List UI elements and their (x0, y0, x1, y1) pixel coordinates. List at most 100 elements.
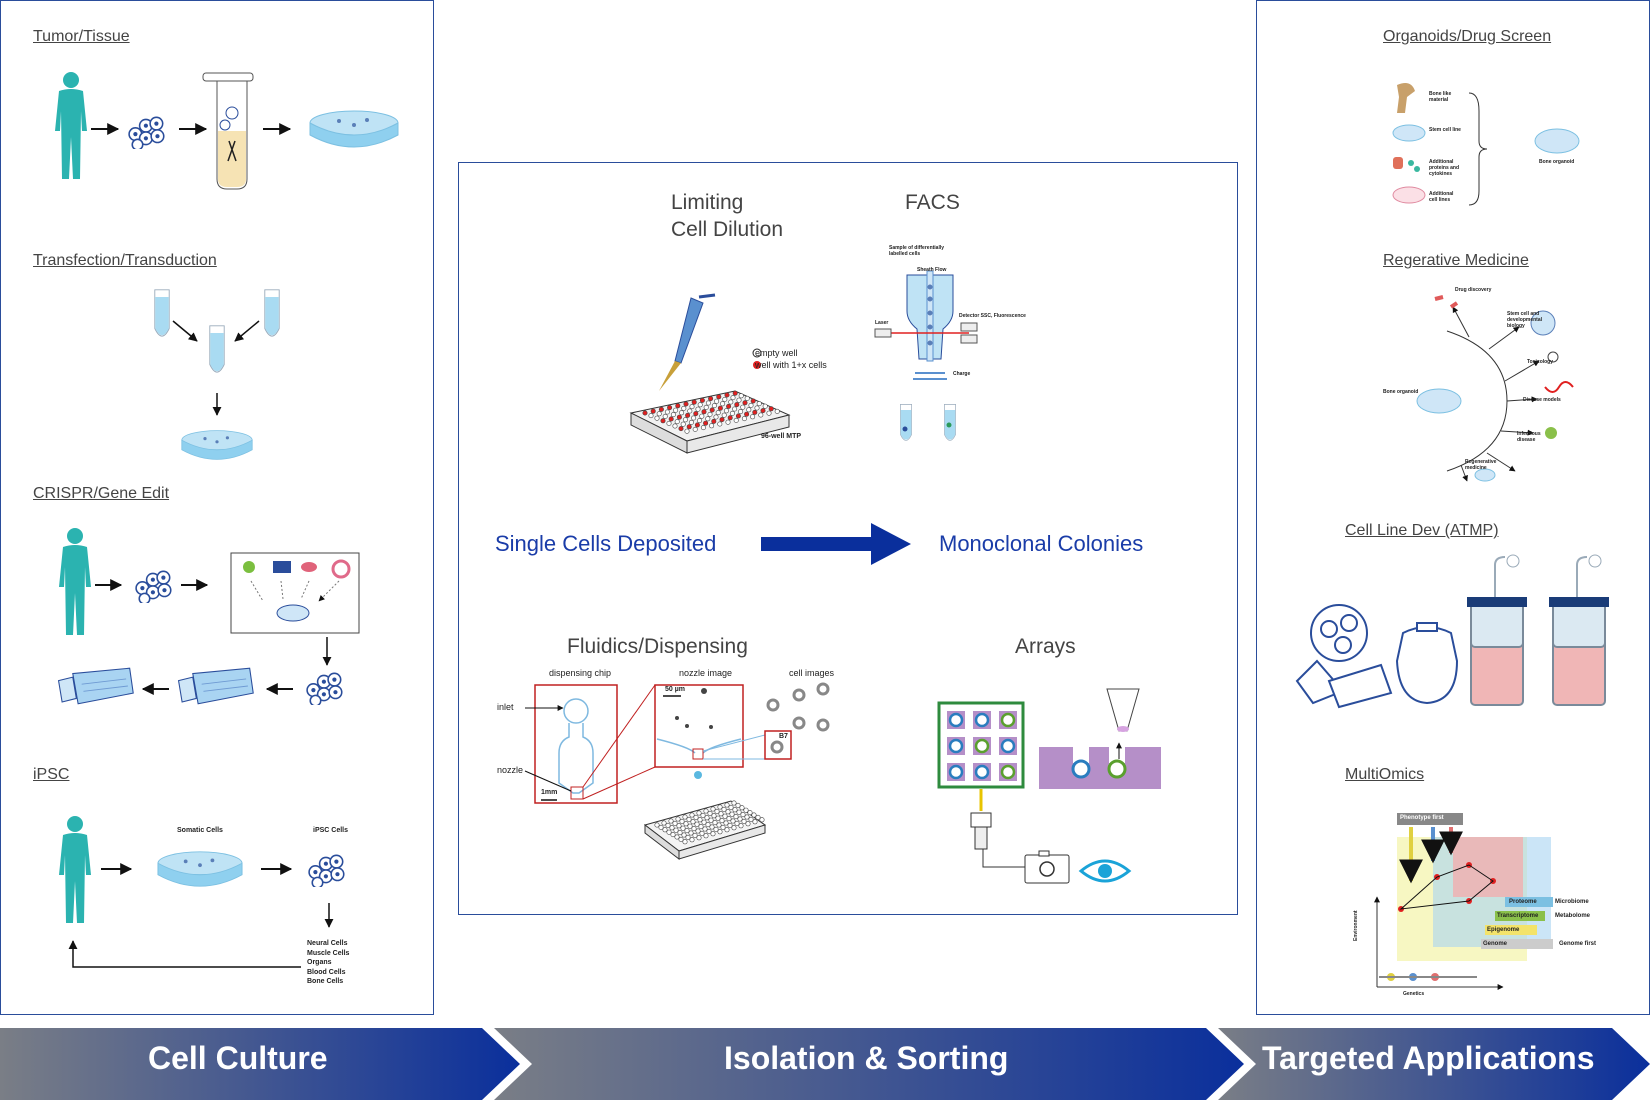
plate-well (724, 827, 730, 833)
plate-well (688, 419, 694, 425)
section-title-tumor: Tumor/Tissue (33, 28, 130, 45)
plate-well (717, 804, 723, 810)
96-well-plate-icon (629, 390, 791, 454)
tube-icon (154, 289, 170, 337)
plate-well (699, 397, 705, 403)
plate-well (683, 821, 689, 827)
stage-label-isolation: Isolation & Sorting (724, 1040, 1009, 1076)
plate-well (680, 421, 686, 427)
label-single-cells-deposited: Single Cells Deposited (495, 531, 717, 556)
plate-well (760, 408, 766, 414)
nozzle-image-icon (654, 684, 766, 779)
plate-well (714, 808, 720, 814)
cell-cluster-icon (135, 570, 172, 603)
plate-well (665, 822, 671, 828)
plate-well (734, 402, 740, 408)
dispensing-chip-icon (524, 684, 618, 804)
plate-well (707, 810, 713, 816)
plate-well (676, 414, 682, 420)
stage-chevron-applications (1218, 1028, 1650, 1100)
plate-well (756, 401, 762, 407)
plate-well (709, 824, 715, 830)
regen-label: Toxicology (1527, 359, 1554, 365)
cell-cluster-icon (128, 116, 165, 149)
plate-well (721, 806, 727, 812)
plate-well (669, 825, 675, 831)
title-fluidics: Fluidics/Dispensing (567, 635, 748, 658)
plate-well (740, 404, 746, 410)
plate-well (686, 816, 692, 822)
plate-well (709, 423, 715, 429)
omics-label: Genome (1483, 941, 1508, 947)
plate-well (687, 823, 693, 829)
plate-well (729, 811, 735, 817)
plate-well (691, 415, 697, 421)
plate-well (742, 400, 748, 406)
plate-well (697, 418, 703, 424)
plate-well (703, 404, 709, 410)
plate-well (654, 822, 660, 828)
plate-well (680, 825, 686, 831)
plate-well (715, 815, 721, 821)
plate-well (650, 408, 656, 414)
label-nozzle: nozzle (497, 765, 524, 775)
plate-well (727, 415, 733, 421)
facs-label-laser: Laser (875, 320, 889, 326)
plate-well (739, 805, 745, 811)
plate-well (731, 800, 737, 806)
plate-well (774, 408, 780, 414)
cell-cluster-icon (306, 672, 343, 705)
section-title-crispr: CRISPR/Gene Edit (33, 485, 170, 502)
plate-well (695, 828, 701, 834)
cell-line-dev-icon (1295, 554, 1609, 709)
plate-well (717, 421, 723, 427)
plate-well (670, 412, 676, 418)
person-icon (55, 72, 87, 179)
organoid-diagram-icon (1392, 83, 1580, 206)
plate-well (726, 403, 732, 409)
plate-well (723, 408, 729, 414)
plate-well (664, 409, 670, 415)
plate-well (697, 402, 703, 408)
plate-well (726, 816, 732, 822)
plate-well (705, 416, 711, 422)
stage-label-applications: Targeted Applications (1262, 1040, 1595, 1076)
cell-culture-panel: Tumor/Tissue Transfection/Transduction C… (0, 0, 434, 1015)
plate-well (662, 413, 668, 419)
plate-well (706, 828, 712, 834)
stage-chevron-cell-culture (0, 1028, 520, 1100)
array-cell (974, 712, 990, 728)
array-cell (1000, 764, 1016, 780)
section-title-ipsc: iPSC (33, 766, 70, 783)
array-cell (974, 764, 990, 780)
plate-well (700, 425, 706, 431)
plate-well (714, 398, 720, 404)
plate-well (705, 822, 711, 828)
facs-label-detector: Detector SSC, Fluorescence (959, 313, 1026, 319)
label-scale-1mm: 1mm (541, 789, 558, 796)
plate-well (666, 420, 672, 426)
plate-well (721, 412, 727, 418)
plate-well (685, 412, 691, 418)
legend-empty-well: empty well (755, 348, 798, 358)
plate-well (673, 407, 679, 413)
plate-well (691, 399, 697, 405)
legend-filled-well: well with 1+x cells (755, 360, 827, 370)
regenerative-diagram-icon (1446, 306, 1540, 482)
label-ipsc-cells: iPSC Cells (313, 827, 349, 834)
label-nozzle-image: nozzle image (679, 668, 733, 678)
omics-label: Genome first (1559, 941, 1597, 947)
plate-well (692, 426, 698, 432)
plate-well (701, 819, 707, 825)
plate-well (709, 407, 715, 413)
ipsc-output-item: Muscle Cells (307, 949, 350, 957)
organoid-label: Bone like material (1429, 91, 1452, 103)
plate-well (711, 403, 717, 409)
omics-label: Transcriptome (1497, 913, 1539, 919)
plate-well (732, 406, 738, 412)
regen-label: Regenerative medicine (1465, 459, 1497, 471)
plate-well (755, 814, 761, 820)
plate-well (710, 806, 716, 812)
plate-well (684, 428, 690, 434)
plate-well (654, 415, 660, 421)
